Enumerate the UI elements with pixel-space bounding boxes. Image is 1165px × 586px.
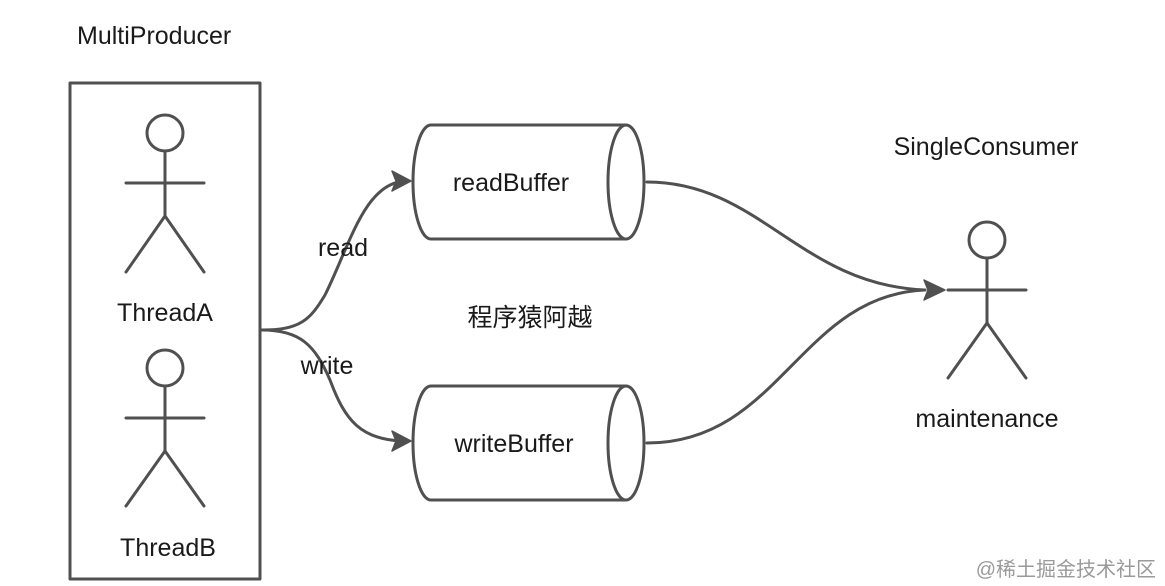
watermark: @稀土掘金技术社区	[976, 558, 1156, 581]
consumer-arrowhead-icon	[923, 279, 946, 301]
edge-read	[260, 179, 410, 332]
edge-write-label: write	[300, 352, 354, 380]
edge-read-buffer-to-consumer	[645, 180, 927, 292]
edge-write	[260, 328, 410, 443]
read-buffer-cylinder	[411, 123, 646, 241]
write-buffer-label: writeBuffer	[453, 430, 573, 458]
actor-thread-a-icon	[124, 113, 206, 274]
write-buffer-cylinder	[411, 384, 646, 502]
producer-group-title: MultiProducer	[77, 22, 231, 50]
read-buffer-label: readBuffer	[453, 169, 569, 197]
actor-maintenance-label: maintenance	[915, 405, 1058, 433]
edge-read-arrowhead-icon	[391, 170, 412, 192]
actor-maintenance-icon	[946, 220, 1028, 380]
center-caption: 程序猿阿越	[467, 304, 592, 332]
producer-group-box	[68, 81, 262, 581]
edge-write-arrowhead-icon	[391, 430, 412, 452]
edge-read-label: read	[318, 234, 368, 262]
actor-thread-a-label: ThreadA	[117, 299, 213, 327]
edge-write-buffer-to-consumer	[645, 288, 927, 445]
actor-thread-b-icon	[124, 348, 206, 508]
actor-thread-b-label: ThreadB	[120, 534, 216, 562]
consumer-title: SingleConsumer	[894, 133, 1079, 161]
